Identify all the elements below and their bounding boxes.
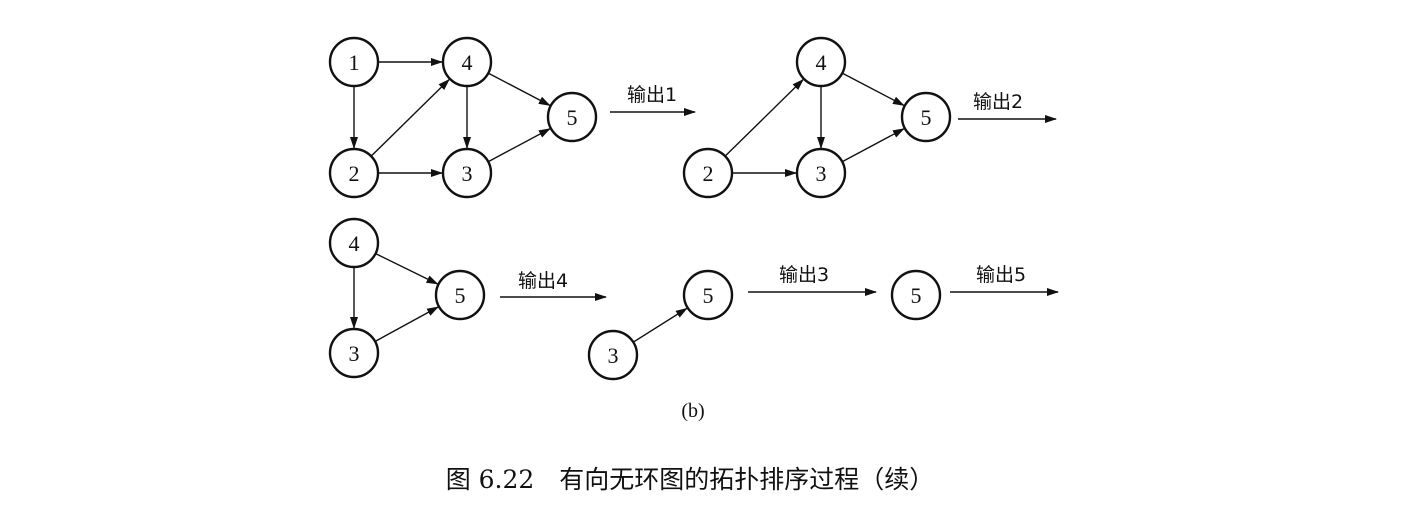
node-label: 2: [349, 161, 360, 186]
graph-step-5: 5: [890, 269, 942, 321]
edge-3-to-5: [374, 306, 439, 343]
node-2: 2: [682, 147, 734, 199]
graph-step-1: 1 2 3 4 5: [328, 36, 598, 199]
figure-caption: 图 6.22 有向无环图的拓扑排序过程（续）: [446, 465, 935, 494]
graph-step-4: 35: [587, 269, 734, 381]
edge-4-to-5: [375, 252, 439, 285]
node-label: 5: [911, 283, 922, 308]
node-circle: [328, 36, 380, 88]
node-2: 2: [328, 147, 380, 199]
node-1: 1: [328, 36, 380, 88]
node-label: 4: [349, 231, 360, 256]
step-arrow-label-1: 输出1: [627, 84, 677, 106]
node-circle: [328, 147, 380, 199]
step-arrows-layer: 输出1 输出2 输出4 输出3 输出5: [500, 84, 1059, 301]
node-label: 3: [349, 341, 360, 366]
node-3: 3: [587, 329, 639, 381]
graph-step-3: 3 4 5: [328, 217, 486, 379]
step-arrow-label-4: 输出3: [779, 264, 829, 286]
node-5: 5: [890, 269, 942, 321]
node-circle: [434, 269, 486, 321]
node-label: 5: [703, 283, 714, 308]
node-label: 1: [349, 50, 360, 75]
node-circle: [682, 269, 734, 321]
node-label: 3: [816, 161, 827, 186]
edge-3-to-5: [632, 307, 688, 343]
graph-step-2: 2 3 4 5: [682, 36, 952, 199]
node-5: 5: [900, 91, 952, 143]
node-circle: [890, 269, 942, 321]
step-arrow-label-2: 输出2: [973, 91, 1023, 113]
edge-3-to-5: [487, 128, 551, 163]
node-5: 5: [434, 269, 486, 321]
node-3: 3: [328, 327, 380, 379]
node-label: 2: [703, 161, 714, 186]
node-label: 5: [921, 105, 932, 130]
node-label: 5: [455, 283, 466, 308]
node-5: 5: [682, 269, 734, 321]
edge-4-to-5: [487, 72, 551, 107]
node-circle: [682, 147, 734, 199]
subfigure-label: (b): [681, 400, 704, 422]
node-circle: [441, 147, 493, 199]
edge-2-to-4: [370, 78, 450, 157]
node-circle: [441, 36, 493, 88]
node-4: 4: [441, 36, 493, 88]
step-arrow-label-3: 输出4: [518, 270, 568, 292]
node-label: 5: [567, 105, 578, 130]
node-circle: [587, 329, 639, 381]
node-3: 3: [441, 147, 493, 199]
edge-4-to-5: [841, 72, 905, 107]
node-circle: [328, 327, 380, 379]
node-circle: [546, 91, 598, 143]
node-3: 3: [795, 147, 847, 199]
edge-3-to-5: [841, 128, 905, 163]
node-5: 5: [546, 91, 598, 143]
node-label: 4: [462, 50, 473, 75]
node-circle: [795, 36, 847, 88]
node-label: 3: [462, 161, 473, 186]
node-circle: [900, 91, 952, 143]
edge-2-to-4: [724, 78, 804, 157]
node-4: 4: [328, 217, 380, 269]
node-4: 4: [795, 36, 847, 88]
node-circle: [795, 147, 847, 199]
node-label: 3: [608, 343, 619, 368]
node-circle: [328, 217, 380, 269]
step-arrow-label-5: 输出5: [976, 264, 1026, 286]
node-label: 4: [816, 50, 827, 75]
